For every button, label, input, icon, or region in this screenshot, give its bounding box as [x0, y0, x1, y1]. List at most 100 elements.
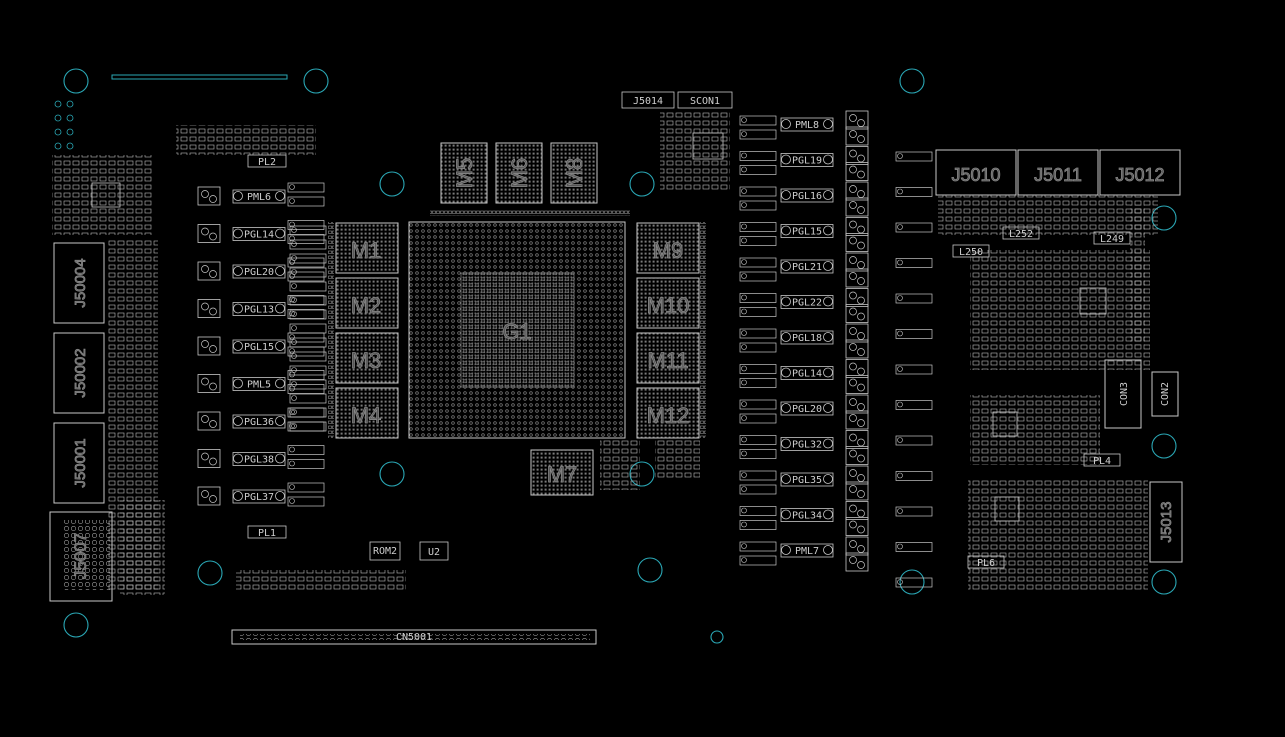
right-mosfet — [845, 410, 869, 430]
right-misc-parts — [369, 226, 1131, 569]
right-vrm-phase: PGL32 — [780, 437, 834, 451]
connector-j50001: J50001 — [72, 438, 89, 487]
memory-chip-m6: M6 — [507, 158, 532, 189]
memory-left-group: M1 M2 M3 M4 — [328, 222, 399, 439]
right-capacitor — [739, 470, 777, 481]
right-mosfet — [845, 552, 869, 572]
right-choke-label: PGL18 — [792, 333, 822, 344]
left-capacitor — [289, 295, 327, 306]
connector-j5011: J5011 — [1034, 165, 1082, 185]
right-mosfet — [845, 430, 869, 449]
gpu-package: G1 — [408, 221, 626, 439]
right-choke-label: PGL19 — [792, 156, 822, 167]
right-capacitor — [739, 342, 777, 353]
right-capacitor — [895, 542, 933, 552]
right-mosfet — [845, 288, 869, 307]
memory-chip-m11: M11 — [647, 348, 688, 373]
left-mosfet — [197, 186, 221, 206]
bracket-line — [111, 74, 288, 80]
connector-scon1: SCON1 — [690, 96, 720, 107]
left-mosfet — [197, 411, 221, 431]
left-vrm-phase: PML5 — [232, 377, 286, 391]
right-capacitor — [739, 328, 777, 339]
right-vrm-phases: PML8PGL19PGL16PGL15PGL21PGL22PGL18PGL14P… — [739, 110, 933, 588]
right-vrm-phase: PGL20 — [780, 401, 834, 416]
right-capacitor — [739, 378, 777, 388]
right-capacitor — [739, 364, 777, 374]
chip-rom2: ROM2 — [373, 546, 397, 557]
right-capacitor — [739, 413, 777, 424]
left-capacitor — [287, 445, 325, 455]
connector-cn5001: CN5001 — [396, 632, 432, 643]
connector-j50004: J50004 — [72, 258, 89, 307]
left-mosfet — [197, 261, 221, 281]
left-capacitor — [289, 393, 327, 404]
right-capacitor — [895, 577, 933, 588]
memory-chip-m2: M2 — [351, 293, 382, 318]
connector-j5014: J5014 — [633, 96, 663, 107]
right-mosfet — [845, 146, 869, 165]
right-choke-label: PGL14 — [792, 369, 822, 380]
right-mosfet — [845, 501, 869, 520]
right-capacitor — [739, 506, 777, 516]
left-capacitor — [289, 351, 327, 362]
left-mosfet — [197, 486, 221, 506]
left-choke-label: PML5 — [247, 380, 271, 391]
right-vrm-phase: PML7 — [780, 543, 834, 558]
left-capacitor — [289, 281, 327, 292]
left-choke-label: PGL13 — [244, 305, 274, 316]
right-capacitor — [895, 329, 933, 339]
right-choke-label: PGL20 — [792, 404, 822, 415]
left-capacitor — [287, 482, 325, 493]
right-capacitor — [739, 307, 777, 317]
left-extra-parts — [247, 154, 287, 539]
right-capacitor — [895, 151, 933, 162]
right-mosfet — [845, 536, 869, 556]
left-capacitor — [287, 271, 325, 282]
right-capacitor — [739, 186, 777, 197]
right-capacitor — [739, 165, 777, 175]
left-vrm-phase: PGL37 — [232, 489, 286, 504]
right-vrm-phase: PGL35 — [780, 472, 834, 487]
left-capacitor — [287, 459, 325, 469]
left-mosfet — [197, 449, 221, 468]
right-capacitor — [895, 258, 933, 268]
connector-j5010: J5010 — [951, 165, 1000, 185]
right-mosfet — [845, 126, 869, 146]
right-mosfet — [845, 304, 869, 323]
memory-chip-m5: M5 — [452, 158, 477, 189]
right-choke-label: PGL15 — [792, 227, 822, 238]
top-small-connectors — [621, 91, 733, 109]
right-vrm-phase: PGL22 — [780, 295, 834, 309]
right-choke-label: PGL34 — [792, 511, 822, 522]
left-capacitor — [289, 407, 327, 418]
right-mosfet — [845, 375, 869, 394]
memory-chip-m10: M10 — [647, 293, 690, 318]
gpu-label: G1 — [502, 319, 531, 344]
left-capacitor — [287, 332, 325, 343]
memory-bottom-group: M7 — [530, 449, 594, 496]
right-capacitor — [739, 541, 777, 552]
left-vrm-phase: PGL20 — [232, 264, 286, 279]
controller-chips — [91, 132, 1107, 522]
right-capacitor — [739, 449, 777, 459]
right-mosfet — [845, 517, 869, 536]
left-capacitor — [287, 234, 325, 244]
right-mosfet — [845, 446, 869, 465]
left-choke-label: PGL14 — [244, 230, 274, 241]
left-capacitor — [289, 323, 327, 334]
right-choke-label: PGL21 — [792, 262, 822, 273]
inductor-l250: L250 — [959, 247, 983, 258]
right-vrm-phase: PGL21 — [780, 259, 834, 274]
right-choke-label: PML7 — [795, 546, 819, 557]
left-capacitor — [287, 295, 325, 305]
right-capacitor — [739, 520, 777, 530]
right-mosfet — [845, 359, 869, 378]
left-vrm-phase: PGL13 — [232, 302, 286, 316]
left-choke-label: PGL36 — [244, 417, 274, 428]
right-mosfet — [845, 323, 869, 343]
right-capacitor — [739, 222, 777, 232]
right-capacitor — [739, 257, 777, 268]
right-choke-label: PGL35 — [792, 475, 822, 486]
inductor-pl4: PL4 — [1093, 456, 1111, 467]
